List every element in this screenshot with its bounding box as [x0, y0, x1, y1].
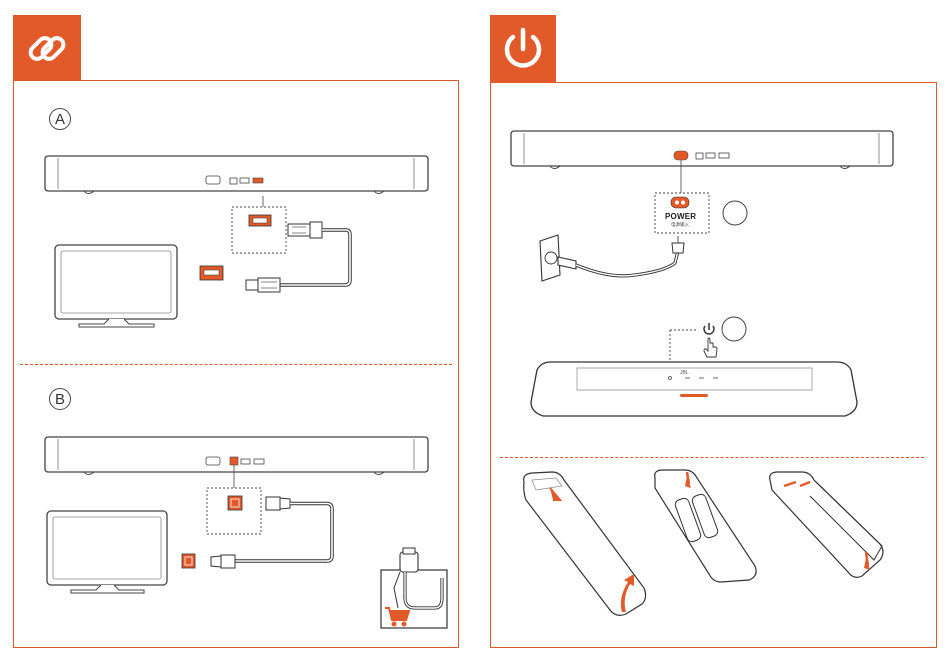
brand-mark: JBL	[680, 370, 689, 376]
optical-connection-b	[170, 465, 345, 585]
remote-insert-batteries	[645, 466, 775, 586]
power-tab	[490, 15, 556, 83]
connect-tab	[13, 15, 81, 81]
optical-cable-accessory	[380, 548, 448, 630]
power-icon	[490, 15, 556, 83]
section-divider-right	[500, 457, 924, 458]
section-a-label: A	[49, 108, 71, 130]
remote-open-cover	[518, 470, 658, 620]
soundbar-front	[527, 360, 862, 420]
power-sublabel: 电源输入	[671, 222, 689, 228]
remote-close-cover	[762, 468, 892, 588]
section-divider	[20, 364, 452, 365]
link-icon	[13, 15, 81, 81]
power-symbol-icon	[704, 323, 714, 334]
power-cable-wall-outlet	[540, 233, 700, 285]
tv-a	[54, 244, 179, 330]
hand-press-icon	[704, 338, 717, 357]
tv-b	[46, 510, 171, 596]
section-b-label: B	[49, 388, 71, 410]
power-port-detail	[650, 160, 750, 235]
power-label: POWER	[665, 212, 696, 221]
